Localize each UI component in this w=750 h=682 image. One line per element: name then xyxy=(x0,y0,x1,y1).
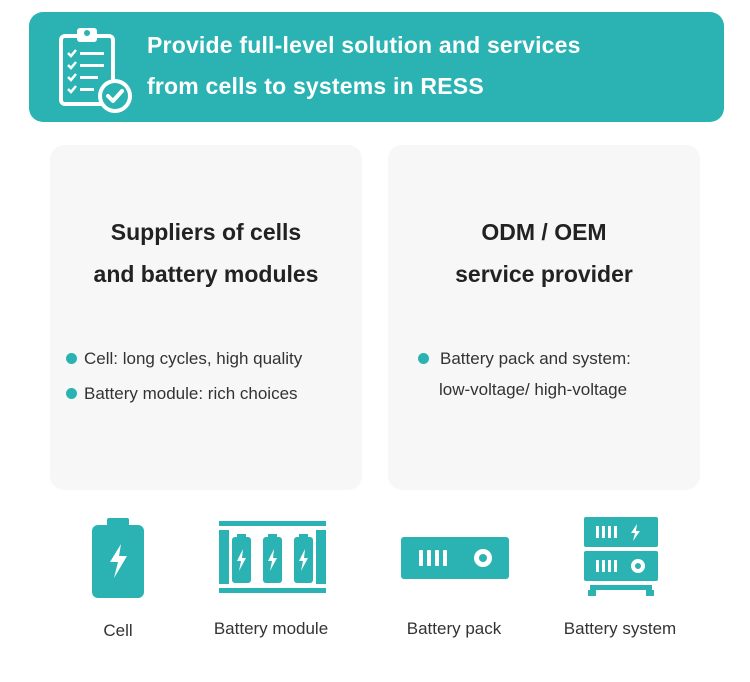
product-label-battery-system: Battery system xyxy=(563,619,677,638)
suppliers-title-line-1: Suppliers of cells xyxy=(110,219,302,245)
odm-title-line-1: ODM / OEM xyxy=(481,219,607,245)
bullet-dot xyxy=(66,388,77,399)
product-label-cell: Cell xyxy=(103,621,133,640)
battery-pack-icon xyxy=(401,537,509,584)
suppliers-title-line-2: and battery modules xyxy=(93,261,319,287)
odm-bullet-line-1: Battery pack and system: xyxy=(440,349,631,368)
bullet-dot xyxy=(418,353,429,364)
battery-system-icon xyxy=(584,517,658,602)
odm-title-line-2: service provider xyxy=(455,261,633,287)
suppliers-card: Suppliers of cells and battery modules C… xyxy=(50,145,362,490)
odm-card: ODM / OEM service provider Battery pack … xyxy=(388,145,700,490)
banner-line-1: Provide full-level solution and services xyxy=(147,32,581,58)
odm-bullet-line-2: low-voltage/ high-voltage xyxy=(439,380,628,399)
banner-line-2: from cells to systems in RESS xyxy=(147,73,484,99)
battery-module-icon xyxy=(219,521,326,598)
battery-cell-icon xyxy=(92,518,144,603)
header-banner: Provide full-level solution and services… xyxy=(29,12,724,122)
clipboard-check-icon xyxy=(55,24,135,121)
suppliers-bullet-2: Battery module: rich choices xyxy=(84,384,298,403)
product-label-battery-pack: Battery pack xyxy=(406,619,502,638)
product-label-battery-module: Battery module xyxy=(213,619,329,638)
bullet-dot xyxy=(66,353,77,364)
suppliers-bullet-1: Cell: long cycles, high quality xyxy=(84,349,303,368)
